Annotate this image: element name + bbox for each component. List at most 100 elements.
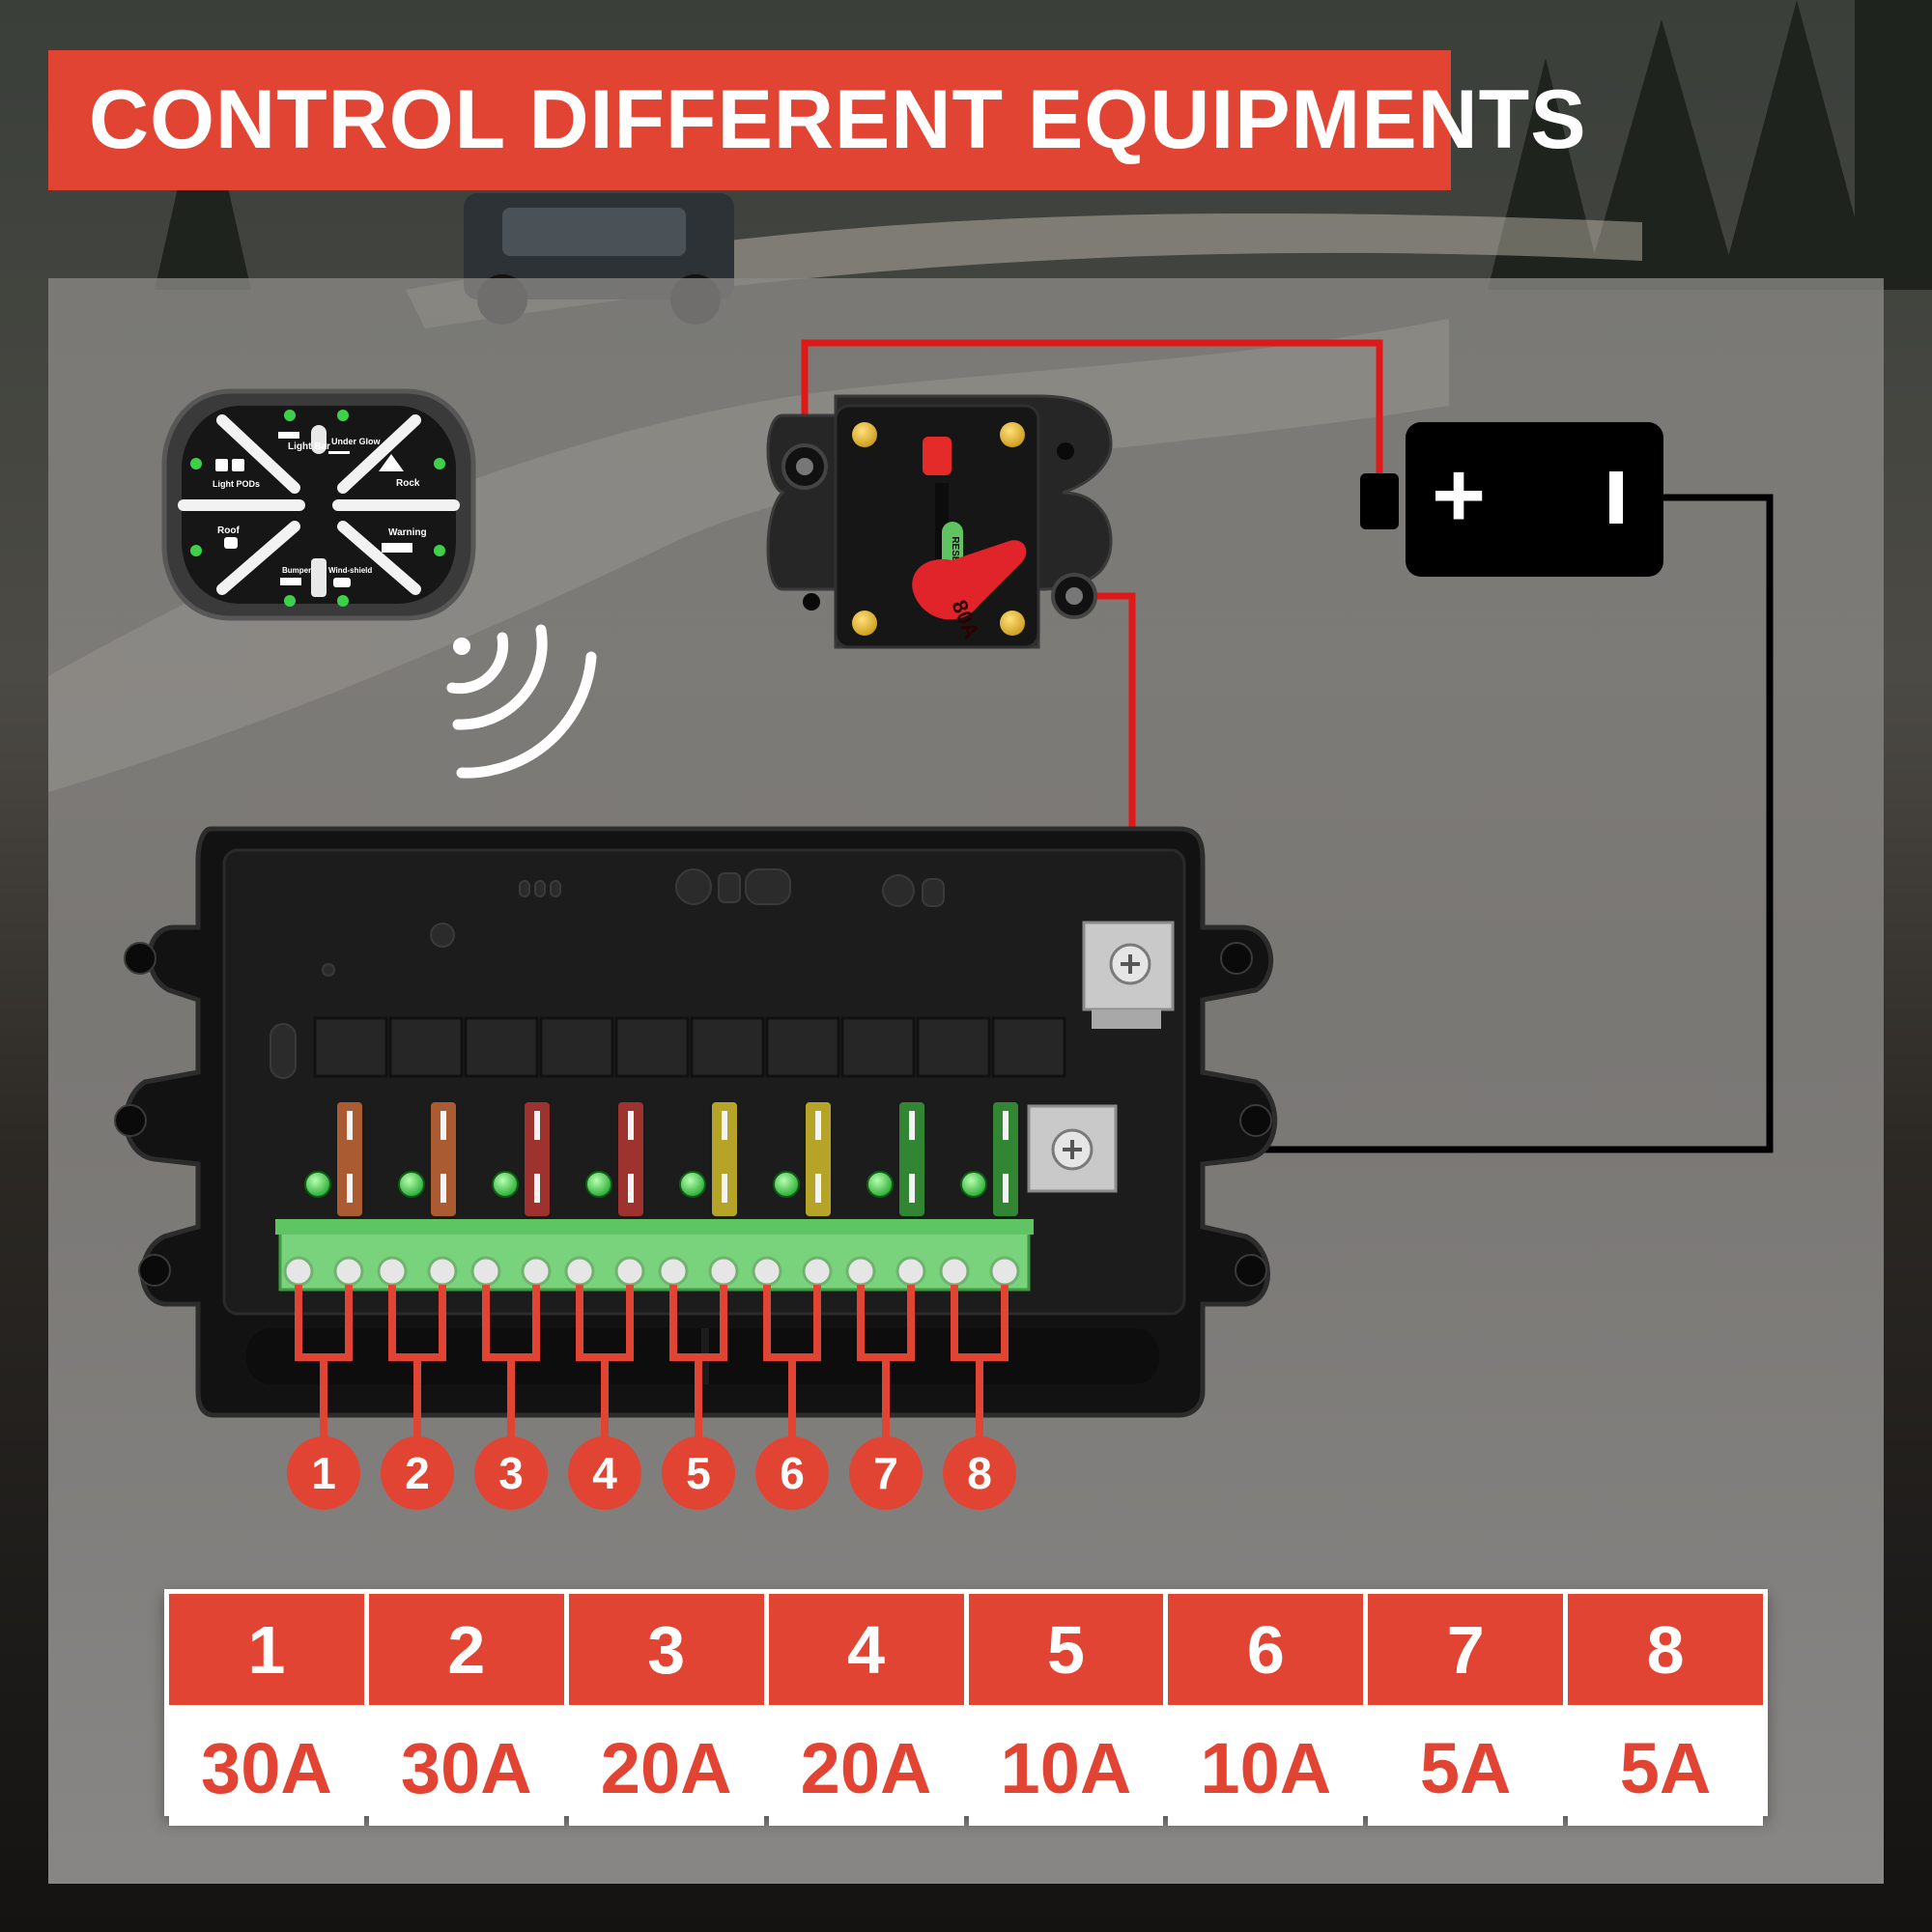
remote-icons bbox=[215, 432, 412, 587]
terminal-screw[interactable] bbox=[521, 1256, 552, 1287]
table-channel-number: 4 bbox=[768, 1594, 964, 1705]
battery: + bbox=[1360, 422, 1663, 577]
page-title: CONTROL DIFFERENT EQUIPMENTS bbox=[89, 73, 1587, 166]
breaker-terminal-bottom bbox=[1051, 573, 1097, 619]
channel-status-led bbox=[492, 1171, 519, 1198]
circuit-breaker: RESET 80A bbox=[766, 394, 1113, 649]
table-channel-number: 5 bbox=[968, 1594, 1164, 1705]
fuse-blade-window bbox=[815, 1174, 821, 1203]
channel-status-led bbox=[398, 1171, 425, 1198]
breaker-terminal-top bbox=[781, 443, 828, 490]
remote-center-button[interactable] bbox=[311, 425, 327, 454]
table-channel-number: 8 bbox=[1568, 1594, 1763, 1705]
remote-label-light-pods: Light PODs bbox=[213, 479, 260, 489]
blade-fuse[interactable] bbox=[429, 1100, 458, 1218]
fuse-blade-window bbox=[347, 1174, 353, 1203]
remote-label-windshield: Wind-shield bbox=[328, 566, 372, 575]
terminal-screw[interactable] bbox=[939, 1256, 970, 1287]
terminal-screw[interactable] bbox=[614, 1256, 645, 1287]
fuse-blade-window bbox=[722, 1174, 727, 1203]
channel-number-badge bbox=[662, 1436, 735, 1510]
fuse-blade-window bbox=[534, 1174, 540, 1203]
channel-status-led bbox=[960, 1171, 987, 1198]
remote-label-roof: Roof bbox=[217, 526, 240, 536]
blade-fuse[interactable] bbox=[897, 1100, 926, 1218]
remote-label-under-glow: Under Glow bbox=[331, 437, 382, 446]
fuse-blade-window bbox=[440, 1174, 446, 1203]
box-negative-terminal bbox=[1027, 1104, 1118, 1193]
title-banner: CONTROL DIFFERENT EQUIPMENTS bbox=[48, 50, 1586, 190]
breaker-lever[interactable] bbox=[912, 540, 1027, 620]
fuse-blade-window bbox=[1003, 1111, 1009, 1140]
channel-number-label: 8 bbox=[967, 1448, 992, 1498]
remote-controller[interactable]: Light Bar Under Glow Light PODs Rock Roo… bbox=[161, 388, 476, 621]
fuse-blade-window bbox=[534, 1111, 540, 1140]
fuse-blade-window bbox=[1003, 1174, 1009, 1203]
fuse-blade-window bbox=[628, 1174, 634, 1203]
fuse-blade-window bbox=[815, 1111, 821, 1140]
remote-label-warning: Warning bbox=[388, 527, 427, 538]
channel-number-label: 1 bbox=[311, 1448, 336, 1498]
channel-number-badge bbox=[943, 1436, 1016, 1510]
channel-number-label: 4 bbox=[592, 1448, 617, 1498]
breaker-indicator bbox=[923, 437, 952, 475]
fuse-blade-window bbox=[909, 1111, 915, 1140]
fuse-rating-table: 1 2 3 4 5 6 7 8 30A 30A 20A 20A 10A 10A … bbox=[164, 1589, 1768, 1826]
table-channel-number: 2 bbox=[368, 1594, 564, 1705]
channel-number-label: 5 bbox=[686, 1448, 711, 1498]
channel-number-label: 7 bbox=[873, 1448, 898, 1498]
terminal-screw[interactable] bbox=[752, 1256, 782, 1287]
channel-number-label: 3 bbox=[498, 1448, 524, 1498]
battery-positive-symbol: + bbox=[1432, 443, 1486, 547]
channel-number-badge bbox=[849, 1436, 923, 1510]
channel-status-led bbox=[585, 1171, 612, 1198]
terminal-screw[interactable] bbox=[802, 1256, 833, 1287]
table-fuse-rating: 10A bbox=[1168, 1710, 1364, 1826]
fuse-relay-box: 1 2 3 4 5 6 7 8 bbox=[114, 826, 1278, 1510]
terminal-screw[interactable] bbox=[283, 1256, 314, 1287]
terminal-screw[interactable] bbox=[377, 1256, 408, 1287]
terminal-screw[interactable] bbox=[658, 1256, 689, 1287]
remote-label-rock: Rock bbox=[396, 478, 420, 489]
background-truck bbox=[464, 193, 734, 325]
fuse-blade-window bbox=[440, 1111, 446, 1140]
terminal-screw[interactable] bbox=[845, 1256, 876, 1287]
table-fuse-rating: 20A bbox=[768, 1710, 964, 1826]
fuse-blade-window bbox=[628, 1111, 634, 1140]
blade-fuse[interactable] bbox=[335, 1100, 364, 1218]
terminal-screw[interactable] bbox=[333, 1256, 364, 1287]
blade-fuse[interactable] bbox=[710, 1100, 739, 1218]
blade-fuse[interactable] bbox=[523, 1100, 552, 1218]
channel-status-led bbox=[679, 1171, 706, 1198]
remote-label-light-bar: Light Bar bbox=[288, 441, 330, 452]
channel-status-led bbox=[304, 1171, 331, 1198]
channel-status-led bbox=[773, 1171, 800, 1198]
blade-fuse[interactable] bbox=[616, 1100, 645, 1218]
terminal-screw[interactable] bbox=[427, 1256, 458, 1287]
channel-number-label: 2 bbox=[405, 1448, 430, 1498]
channel-number-label: 6 bbox=[780, 1448, 805, 1498]
table-fuse-rating: 20A bbox=[568, 1710, 764, 1826]
terminal-screw[interactable] bbox=[895, 1256, 926, 1287]
remote-indicator-leds bbox=[190, 410, 445, 607]
blade-fuse[interactable] bbox=[804, 1100, 833, 1218]
terminal-screw[interactable] bbox=[708, 1256, 739, 1287]
fuse-blade-window bbox=[909, 1174, 915, 1203]
channel-number-badge bbox=[755, 1436, 829, 1510]
battery-negative-symbol bbox=[1609, 471, 1623, 524]
table-fuse-rating: 5A bbox=[1568, 1710, 1763, 1826]
channel-number-badge bbox=[474, 1436, 548, 1510]
channel-number-badge bbox=[568, 1436, 641, 1510]
wire-battery-negative-to-box bbox=[1074, 494, 1774, 1153]
terminal-screw[interactable] bbox=[989, 1256, 1020, 1287]
wire-breaker-to-battery-positive bbox=[801, 339, 1383, 483]
terminal-screw[interactable] bbox=[564, 1256, 595, 1287]
channel-number-badge bbox=[381, 1436, 454, 1510]
table-fuse-rating: 5A bbox=[1368, 1710, 1564, 1826]
table-fuse-rating: 10A bbox=[968, 1710, 1164, 1826]
terminal-screw[interactable] bbox=[470, 1256, 501, 1287]
table-channel-number: 6 bbox=[1168, 1594, 1364, 1705]
fuse-blade-window bbox=[347, 1111, 353, 1140]
channel-number-badge bbox=[287, 1436, 360, 1510]
blade-fuse[interactable] bbox=[991, 1100, 1020, 1218]
